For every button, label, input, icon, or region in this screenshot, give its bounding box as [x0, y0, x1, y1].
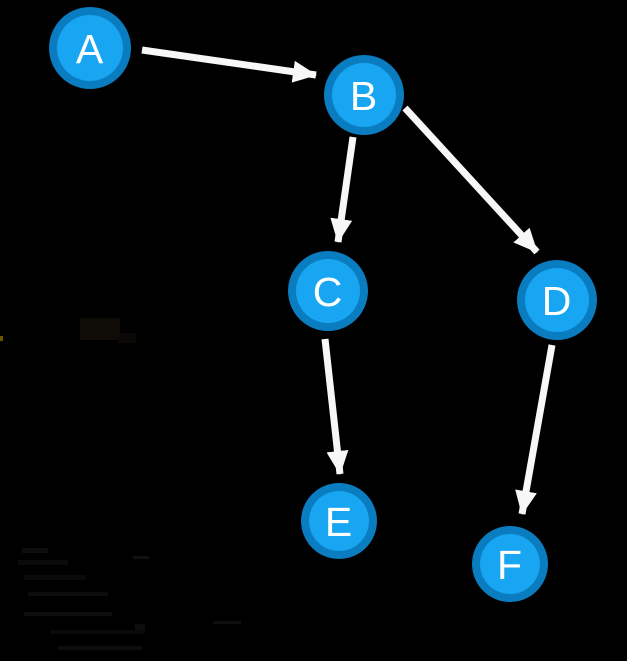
background-artifact — [50, 630, 145, 634]
background-artifact — [58, 646, 142, 650]
background-artifact — [80, 318, 120, 340]
background-artifact — [24, 575, 86, 580]
node-body — [296, 259, 360, 323]
edge-A-B[interactable] — [141, 46, 317, 83]
node-body — [309, 491, 369, 551]
node-layer: A B C D E F — [49, 7, 597, 602]
background-artifact — [135, 624, 145, 630]
background-artifact — [0, 336, 3, 341]
background-artifact — [28, 592, 108, 596]
node-body — [332, 63, 396, 127]
node-body — [57, 15, 123, 81]
node-D[interactable]: D — [517, 260, 597, 340]
node-body — [480, 534, 540, 594]
node-A[interactable]: A — [49, 7, 131, 89]
background-artifact — [213, 621, 241, 624]
edge-B-D[interactable] — [402, 105, 540, 255]
edge-C-E[interactable] — [321, 338, 349, 475]
background-artifact — [24, 612, 112, 616]
node-E[interactable]: E — [301, 483, 377, 559]
node-F[interactable]: F — [472, 526, 548, 602]
node-body — [525, 268, 589, 332]
node-C[interactable]: C — [288, 251, 368, 331]
background-artifact — [18, 560, 68, 565]
background-artifact — [118, 333, 136, 343]
background-artifact — [22, 548, 48, 553]
background-artifact — [133, 556, 149, 559]
edge-layer — [141, 46, 556, 515]
edge-D-F[interactable] — [515, 344, 556, 515]
node-B[interactable]: B — [324, 55, 404, 135]
artifact-layer — [0, 318, 241, 650]
edge-B-C[interactable] — [330, 136, 357, 243]
